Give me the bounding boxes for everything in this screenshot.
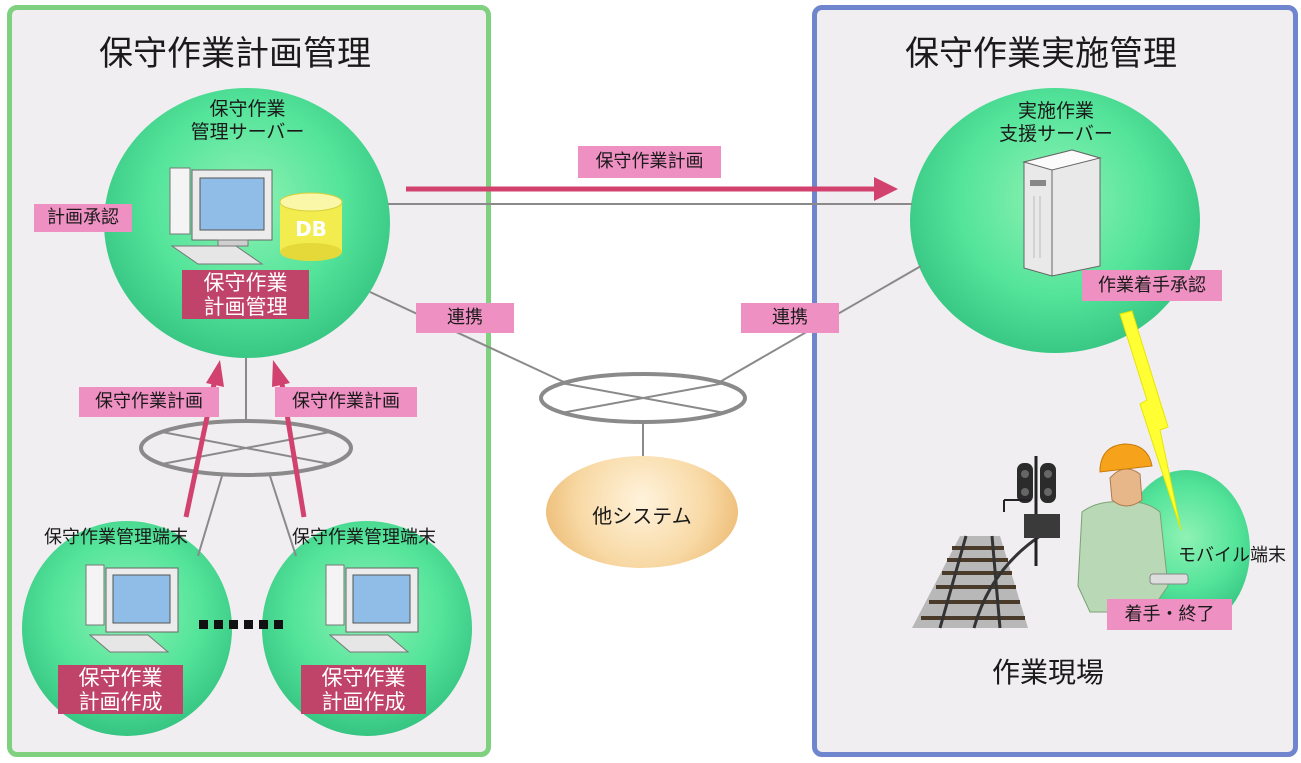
terminal-1-pc-icon	[85, 564, 179, 653]
terminal-2-app-line2: 計画作成	[321, 690, 406, 714]
terminal-1-app-line1: 保守作業	[78, 666, 163, 690]
plan-server-label: 保守作業 管理サーバー	[170, 98, 325, 144]
link-label-right: 連携	[741, 303, 839, 333]
plan-management-app: 保守作業 計画管理	[182, 270, 309, 319]
right-panel-title: 保守作業実施管理	[905, 34, 1177, 74]
railway-signal-icon	[1003, 456, 1060, 566]
terminal-2-app-line1: 保守作業	[321, 666, 406, 690]
tower-server-icon	[1022, 149, 1102, 277]
start-end-label: 着手・終了	[1107, 599, 1232, 630]
terminal-2-label: 保守作業管理端末	[292, 527, 436, 548]
plan-management-app-line1: 保守作業	[203, 271, 288, 295]
db-label: DB	[295, 217, 327, 241]
worker-icon	[1077, 443, 1189, 613]
server-pc-icon	[169, 167, 273, 265]
railway-track-icon	[912, 534, 1041, 629]
terminal-2-line	[269, 475, 297, 557]
plan-transfer-arrow	[406, 177, 898, 201]
left-network-hub	[139, 419, 353, 477]
plan-server-label-line2: 管理サーバー	[190, 121, 305, 143]
exec-server-label-line1: 実施作業	[1017, 100, 1094, 122]
center-network-hub	[539, 372, 747, 424]
plan-tag-1: 保守作業計画	[79, 387, 219, 417]
other-system-label: 他システム	[592, 504, 692, 528]
more-terminals-dots	[199, 620, 283, 629]
terminal-1-app-line2: 計画作成	[78, 690, 163, 714]
plan-flow-label: 保守作業計画	[578, 146, 721, 178]
plan-approval-label: 計画承認	[34, 204, 132, 232]
link-line-left	[369, 291, 567, 384]
start-approval-label: 作業着手承認	[1082, 270, 1222, 301]
plan-management-app-line2: 計画管理	[203, 295, 288, 319]
terminal-2-app: 保守作業 計画作成	[301, 665, 426, 714]
plan-tag-2: 保守作業計画	[275, 387, 417, 417]
terminal-1-app: 保守作業 計画作成	[58, 665, 183, 714]
link-label-left: 連携	[416, 303, 514, 333]
mobile-terminal-label: モバイル端末	[1178, 545, 1286, 566]
exec-server-label: 実施作業 支援サーバー	[976, 100, 1136, 146]
exec-server-label-line2: 支援サーバー	[999, 123, 1113, 145]
other-system-node	[546, 456, 738, 568]
terminal-1-label: 保守作業管理端末	[44, 527, 188, 548]
plan-server-label-line1: 保守作業	[209, 98, 286, 120]
work-site-label: 作業現場	[992, 656, 1105, 689]
wireless-lightning	[1119, 310, 1182, 531]
database-icon: DB	[279, 192, 343, 261]
left-panel-title: 保守作業計画管理	[99, 34, 371, 74]
terminal-2-pc-icon	[325, 564, 419, 653]
terminal-1-line	[197, 475, 223, 557]
